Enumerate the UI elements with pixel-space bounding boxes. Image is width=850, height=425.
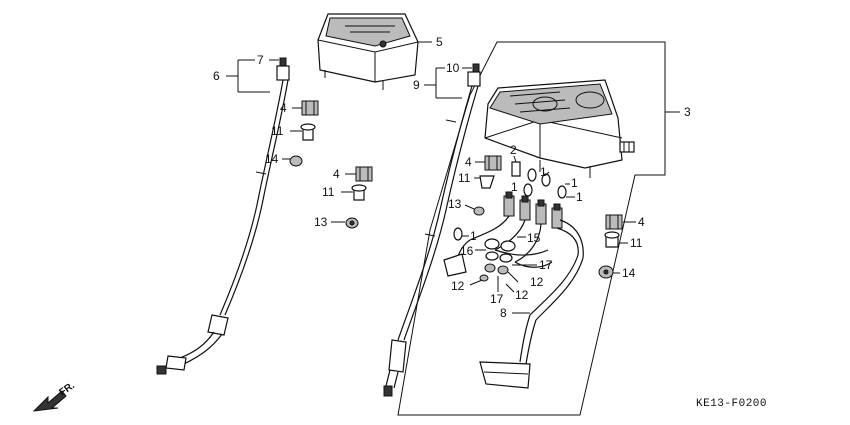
callout-17b: 17 <box>490 292 504 306</box>
rubber-grommet-part-4-mid <box>355 166 373 182</box>
callout-17a: 17 <box>539 258 553 272</box>
callout-11a: 11 <box>271 124 284 138</box>
callout-6: 6 <box>213 69 220 83</box>
callout-11c: 11 <box>458 171 471 185</box>
callout-14b: 14 <box>622 266 636 280</box>
callout-12b: 12 <box>530 275 544 289</box>
rubber-grommet-part-4-right <box>605 214 623 230</box>
callout-5: 5 <box>436 35 443 49</box>
callout-12c: 12 <box>515 288 529 302</box>
callout-1b: 1 <box>540 165 547 179</box>
nut-part-14-right <box>598 265 614 279</box>
bulbs-part-1 <box>453 168 567 241</box>
bulb-socket-part-2 <box>511 161 521 177</box>
callout-9: 9 <box>413 78 420 92</box>
callout-2: 2 <box>510 143 517 157</box>
tachometer-cable-part-9 <box>383 63 481 397</box>
callout-4c: 4 <box>465 155 472 169</box>
callout-8: 8 <box>500 306 507 320</box>
meter-housing-part-5 <box>317 13 419 90</box>
callout-13b: 13 <box>448 197 462 211</box>
callout-12a: 12 <box>451 279 465 293</box>
collar-part-11-left <box>300 123 316 141</box>
wire-harness-part-8 <box>443 191 584 389</box>
callout-1e: 1 <box>470 229 477 243</box>
callout-1a: 1 <box>511 180 518 194</box>
rubber-grommet-part-4-left <box>301 100 319 116</box>
callout-15: 15 <box>527 231 541 245</box>
callout-4b: 4 <box>333 167 340 181</box>
callout-1d: 1 <box>576 190 583 204</box>
washer-part-13-inner <box>473 206 485 216</box>
collar-part-11-inner <box>479 175 495 189</box>
front-direction-arrow-icon <box>32 390 67 412</box>
callout-10: 10 <box>446 61 460 75</box>
callout-11d: 11 <box>630 236 643 250</box>
combination-meter-part-3 <box>484 79 635 178</box>
collar-part-11-right <box>604 231 620 248</box>
harness-rings <box>479 238 516 282</box>
nut-part-14-left <box>289 155 303 167</box>
callout-16: 16 <box>460 244 474 258</box>
collar-part-11-mid <box>351 184 367 201</box>
diagram-code: KE13-F0200 <box>696 398 767 410</box>
callout-1c: 1 <box>571 176 578 190</box>
callout-4d: 4 <box>638 215 645 229</box>
callout-11b: 11 <box>322 185 335 199</box>
callout-13a: 13 <box>314 215 328 229</box>
callout-4a: 4 <box>280 101 287 115</box>
speedometer-cable-part-6 <box>156 57 290 375</box>
rubber-grommet-part-4-inner <box>484 155 502 171</box>
washer-part-13-mid <box>345 217 359 229</box>
callout-14a: 14 <box>265 152 279 166</box>
callout-3: 3 <box>684 105 691 119</box>
callout-7: 7 <box>257 53 264 67</box>
